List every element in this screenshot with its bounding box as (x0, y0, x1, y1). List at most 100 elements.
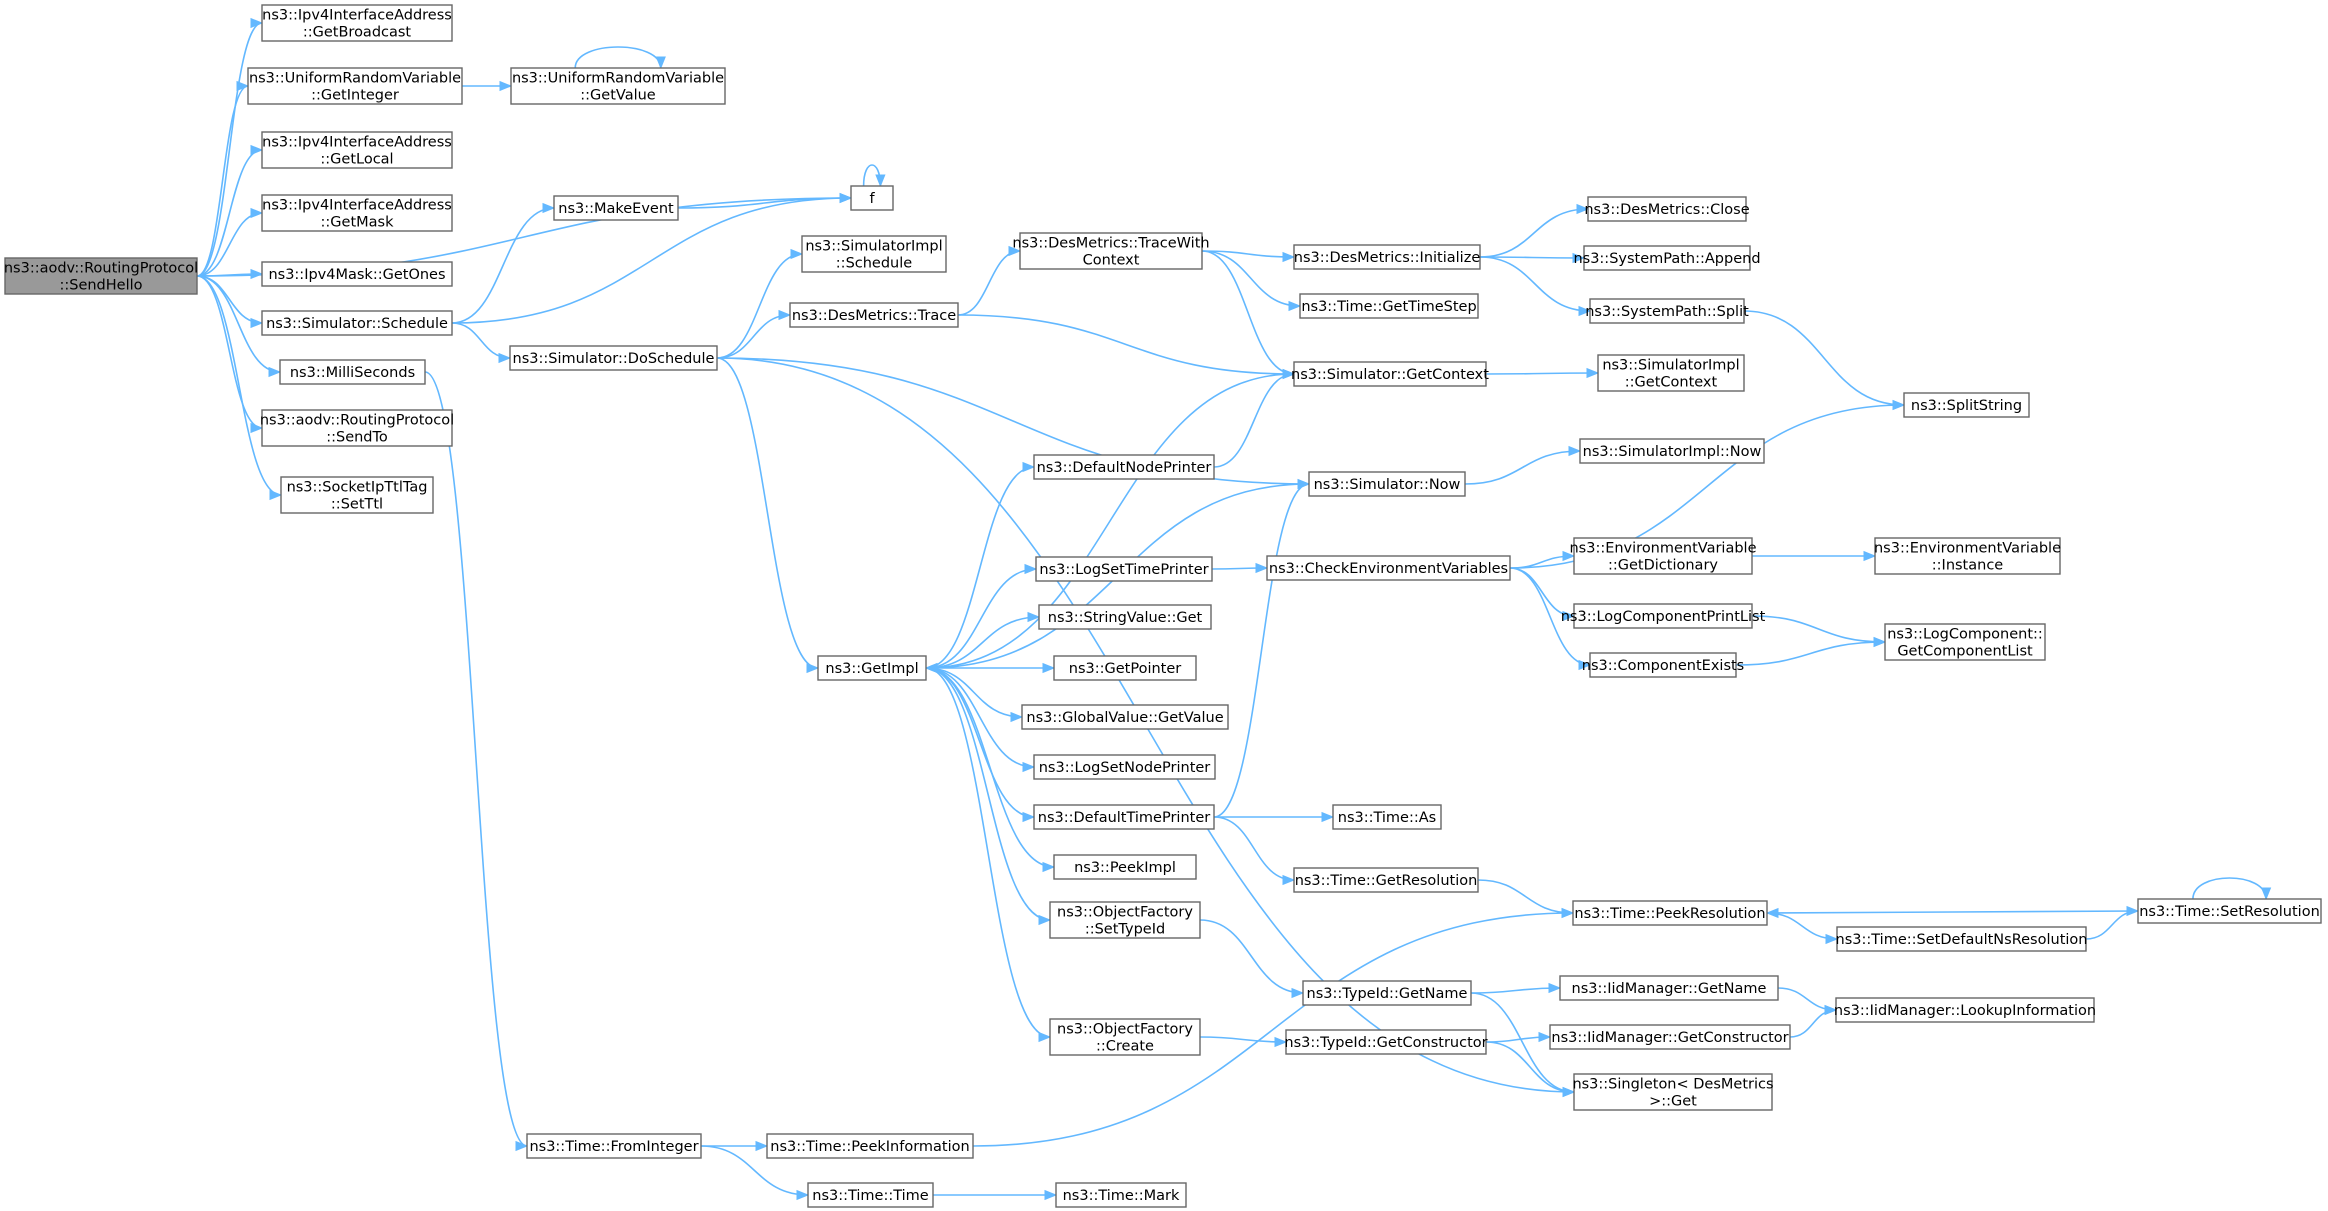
edge-frominteger-to-timetime (700, 1145, 810, 1201)
node-dmclose[interactable]: ns3::DesMetrics::Close (1584, 196, 1750, 222)
node-local[interactable]: ns3::Ipv4InterfaceAddress::GetLocal (261, 131, 453, 169)
node-simnow[interactable]: ns3::Simulator::Now (1308, 471, 1466, 497)
edge-ms-to-frominteger (424, 371, 529, 1151)
node-implsched[interactable]: ns3::SimulatorImpl::Schedule (801, 235, 947, 273)
node-label: ::Create (1096, 1039, 1154, 1055)
node-ones[interactable]: ns3::Ipv4Mask::GetOnes (261, 261, 453, 287)
node-label: ns3::Time::GetResolution (1295, 873, 1478, 889)
node-singleton[interactable]: ns3::Singleton< DesMetrics>::Get (1572, 1073, 1774, 1111)
node-box (1579, 438, 1765, 464)
node-label: ns3::CheckEnvironmentVariables (1269, 561, 1508, 577)
node-logsettime[interactable]: ns3::LogSetTimePrinter (1035, 556, 1213, 582)
node-getctx[interactable]: ns3::Simulator::GetContext (1291, 361, 1489, 387)
node-urvint[interactable]: ns3::UniformRandomVariable::GetInteger (247, 67, 463, 105)
node-box (261, 131, 453, 169)
node-f[interactable]: f (850, 185, 894, 211)
node-box (1589, 298, 1745, 324)
node-label: ns3::Ipv4InterfaceAddress (262, 8, 452, 24)
edge-split-to-splitstring (1743, 310, 1906, 411)
node-getptr[interactable]: ns3::GetPointer (1053, 655, 1197, 681)
node-deftime[interactable]: ns3::DefaultTimePrinter (1033, 804, 1215, 830)
node-implnow[interactable]: ns3::SimulatorImpl::Now (1579, 438, 1765, 464)
edge-getimpl-to-defnode (925, 461, 1036, 669)
node-makeevent[interactable]: ns3::MakeEvent (553, 195, 679, 221)
node-splitstring[interactable]: ns3::SplitString (1903, 392, 2030, 418)
node-append[interactable]: ns3::SystemPath::Append (1573, 245, 1761, 271)
node-urvval[interactable]: ns3::UniformRandomVariable::GetValue (510, 67, 726, 105)
node-box (279, 359, 426, 385)
node-label: ns3::Ipv4InterfaceAddress (262, 135, 452, 151)
node-label: ns3::Time::SetResolution (2139, 904, 2320, 920)
node-strget[interactable]: ns3::StringValue::Get (1038, 604, 1212, 630)
edge-dminit-to-append (1479, 252, 1586, 264)
edge-setdefns-to-setres (2085, 905, 2140, 940)
node-logsetnode[interactable]: ns3::LogSetNodePrinter (1033, 754, 1216, 780)
edge-f-to-f (862, 164, 886, 188)
node-timetime[interactable]: ns3::Time::Time (807, 1182, 934, 1208)
node-logcompprint[interactable]: ns3::LogComponentPrintList (1561, 603, 1766, 629)
node-timemark[interactable]: ns3::Time::Mark (1055, 1182, 1187, 1208)
node-label: >::Get (1649, 1094, 1697, 1110)
node-iidname[interactable]: ns3::IidManager::GetName (1559, 975, 1779, 1001)
node-compexists[interactable]: ns3::ComponentExists (1582, 652, 1745, 678)
node-peekinfo[interactable]: ns3::Time::PeekInformation (766, 1133, 974, 1159)
node-envinst[interactable]: ns3::EnvironmentVariable::Instance (1874, 537, 2061, 575)
node-setdefns[interactable]: ns3::Time::SetDefaultNsResolution (1836, 926, 2088, 952)
node-getimpl[interactable]: ns3::GetImpl (817, 655, 927, 681)
node-tidctor[interactable]: ns3::TypeId::GetConstructor (1284, 1029, 1488, 1055)
node-label: ns3::DesMetrics::Close (1584, 202, 1749, 218)
node-label: ns3::Time::As (1338, 810, 1436, 826)
node-ms[interactable]: ns3::MilliSeconds (279, 359, 426, 385)
node-split[interactable]: ns3::SystemPath::Split (1585, 298, 1749, 324)
node-ofcreate[interactable]: ns3::ObjectFactory::Create (1049, 1018, 1201, 1056)
node-implgetctx[interactable]: ns3::SimulatorImpl::GetContext (1597, 354, 1745, 392)
node-dminit[interactable]: ns3::DesMetrics::Initialize (1293, 244, 1481, 270)
node-logcomplist[interactable]: ns3::LogComponent::GetComponentList (1884, 623, 2046, 661)
edge-dosched-to-simnow (716, 357, 1311, 490)
node-iidlookup[interactable]: ns3::IidManager::LookupInformation (1834, 997, 2096, 1023)
node-timestep[interactable]: ns3::Time::GetTimeStep (1299, 293, 1479, 319)
node-peekimpl[interactable]: ns3::PeekImpl (1053, 854, 1197, 880)
node-timeas[interactable]: ns3::Time::As (1332, 804, 1442, 830)
node-envdict[interactable]: ns3::EnvironmentVariable::GetDictionary (1569, 537, 1757, 575)
node-root[interactable]: ns3::aodv::RoutingProtocol::SendHello (4, 257, 198, 295)
node-checkenv[interactable]: ns3::CheckEnvironmentVariables (1266, 555, 1511, 581)
node-tidname[interactable]: ns3::TypeId::GetName (1302, 980, 1472, 1006)
node-schedule[interactable]: ns3::Simulator::Schedule (261, 310, 453, 336)
node-dosched[interactable]: ns3::Simulator::DoSchedule (509, 345, 718, 371)
node-label: ns3::Time::GetTimeStep (1301, 299, 1476, 315)
node-setttl[interactable]: ns3::SocketIpTtlTag::SetTtl (280, 476, 434, 514)
node-frominteger[interactable]: ns3::Time::FromInteger (526, 1133, 702, 1159)
node-iidctor[interactable]: ns3::IidManager::GetConstructor (1549, 1024, 1791, 1050)
edge-getimpl-to-peekimpl (925, 667, 1056, 873)
node-label: ns3::Simulator::DoSchedule (513, 351, 715, 367)
node-label: ns3::aodv::RoutingProtocol (4, 261, 198, 277)
node-defnode[interactable]: ns3::DefaultNodePrinter (1033, 454, 1215, 480)
edge-dosched-to-getimpl (716, 357, 820, 674)
node-ofsettype[interactable]: ns3::ObjectFactory::SetTypeId (1049, 901, 1201, 939)
node-dmtrace[interactable]: ns3::DesMetrics::Trace (789, 302, 959, 328)
edge-dminit-to-split (1479, 256, 1592, 317)
node-label: ns3::Time::PeekInformation (770, 1139, 969, 1155)
node-sendto[interactable]: ns3::aodv::RoutingProtocol::SendTo (260, 409, 454, 447)
node-bcast[interactable]: ns3::Ipv4InterfaceAddress::GetBroadcast (261, 4, 453, 42)
edge-root-to-sendto (196, 275, 264, 434)
edge-getimpl-to-ofcreate (925, 667, 1052, 1043)
node-label: Context (1083, 253, 1140, 269)
edge-root-to-ms (196, 275, 282, 378)
node-mask[interactable]: ns3::Ipv4InterfaceAddress::GetMask (261, 194, 453, 232)
node-setres[interactable]: ns3::Time::SetResolution (2137, 898, 2322, 924)
node-label: ns3::LogSetTimePrinter (1039, 562, 1208, 578)
node-peekres[interactable]: ns3::Time::PeekResolution (1572, 900, 1768, 926)
node-gvget[interactable]: ns3::GlobalValue::GetValue (1021, 704, 1229, 730)
node-box (1559, 975, 1779, 1001)
node-getres[interactable]: ns3::Time::GetResolution (1293, 867, 1479, 893)
node-label: ns3::Time::FromInteger (529, 1139, 698, 1155)
edge-simnow-to-implnow (1464, 445, 1582, 485)
edge-dminit-to-dmclose (1479, 203, 1590, 258)
node-label: f (869, 191, 875, 207)
node-label: ns3::IidManager::GetName (1572, 981, 1767, 997)
node-label: ns3::DesMetrics::Trace (792, 308, 956, 324)
edge-setres-to-setres (2192, 877, 2272, 901)
